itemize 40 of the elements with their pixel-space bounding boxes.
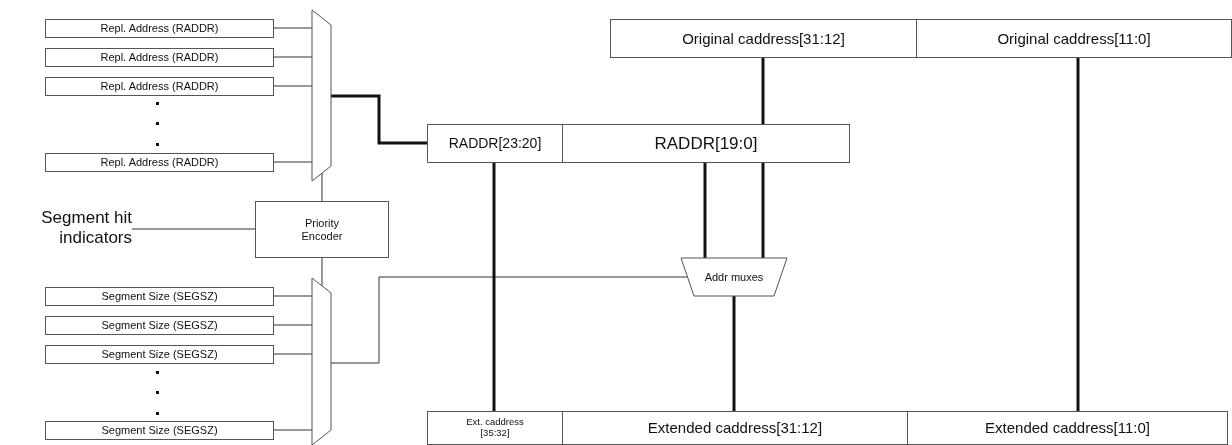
register-field: RADDR[23:20] xyxy=(427,124,563,163)
register-field: Repl. Address (RADDR) xyxy=(45,77,274,96)
register-field: Original caddress[11:0] xyxy=(916,19,1232,58)
bus-line xyxy=(703,163,707,258)
register-field: Original caddress[31:12] xyxy=(610,19,917,58)
wire-line xyxy=(321,172,323,202)
bus-line xyxy=(761,58,765,124)
signal-label: Segment hit indicators xyxy=(10,203,132,253)
wire-line xyxy=(321,257,323,287)
wire-line xyxy=(131,228,256,230)
bus-line xyxy=(761,163,765,258)
register-field: Repl. Address (RADDR) xyxy=(45,153,274,172)
register-field: Segment Size (SEGSZ) xyxy=(45,421,274,440)
bus-line xyxy=(331,94,427,145)
wire-line xyxy=(273,429,313,431)
register-field: Extended caddress[11:0] xyxy=(907,411,1228,445)
register-field: Priority Encoder xyxy=(255,201,389,258)
wire-line xyxy=(330,276,689,364)
register-field: Segment Size (SEGSZ) xyxy=(45,287,274,306)
mux-label: Addr muxes xyxy=(704,270,764,284)
register-field: Segment Size (SEGSZ) xyxy=(45,345,274,364)
wire-line xyxy=(273,324,313,326)
wire-line xyxy=(273,161,313,163)
wire-line xyxy=(273,27,313,29)
bus-line xyxy=(1076,58,1080,411)
wire-line xyxy=(273,85,313,87)
multiplexer-trapezoid xyxy=(312,10,331,181)
register-field: RADDR[19:0] xyxy=(562,124,850,163)
register-field: Segment Size (SEGSZ) xyxy=(45,316,274,335)
register-field: Repl. Address (RADDR) xyxy=(45,48,274,67)
wire-line xyxy=(273,353,313,355)
bus-line xyxy=(492,163,496,411)
register-field: Extended caddress[31:12] xyxy=(562,411,908,445)
mux-trapezoid xyxy=(681,258,787,296)
register-field: Repl. Address (RADDR) xyxy=(45,19,274,38)
bus-line xyxy=(732,296,736,411)
multiplexer-trapezoid xyxy=(312,278,331,445)
wire-line xyxy=(273,56,313,58)
wire-line xyxy=(273,295,313,297)
register-field: Ext. caddress [35:32] xyxy=(427,411,563,445)
